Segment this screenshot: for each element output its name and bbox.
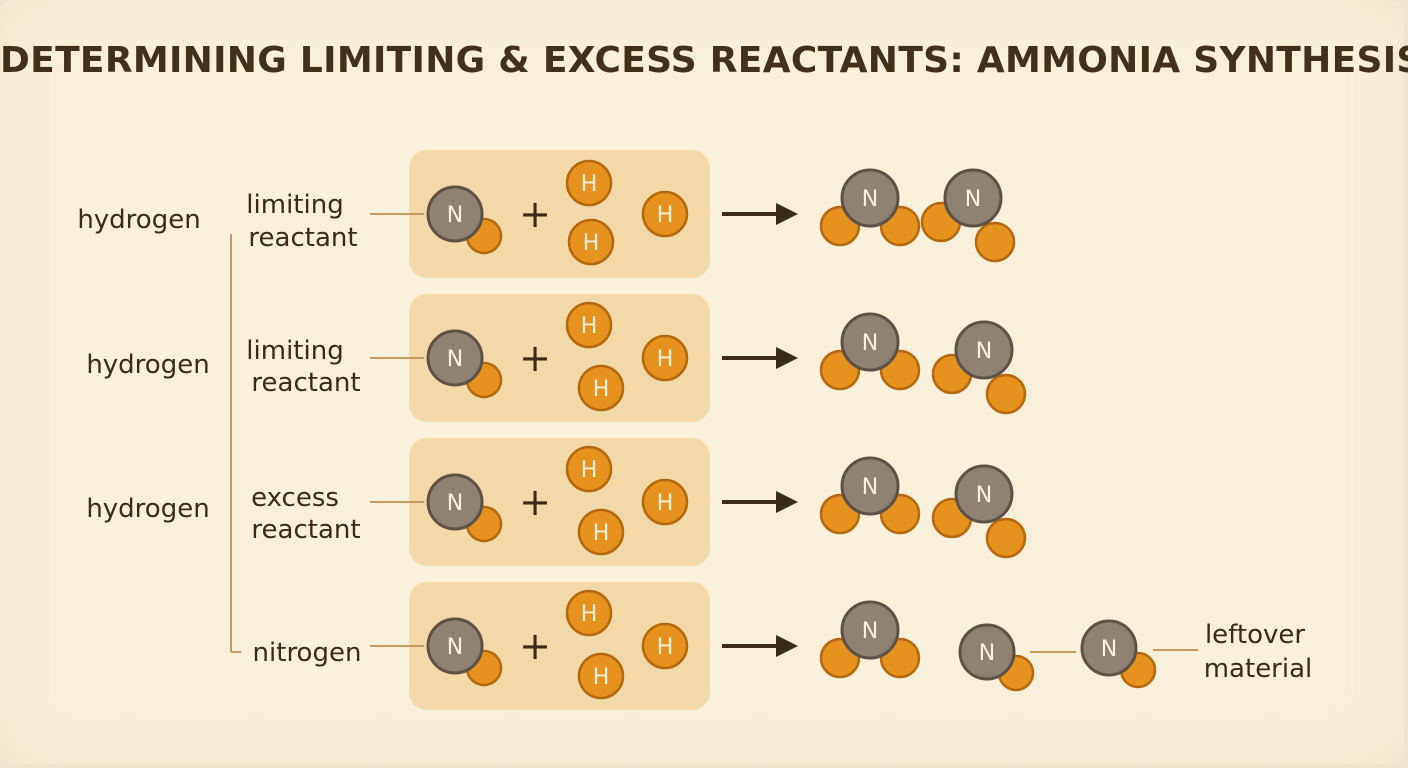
role-label-3-line1: excess [251, 483, 339, 513]
reaction-arrow-head-1 [776, 203, 798, 225]
hydrogen-right-1-symbol: H [657, 203, 674, 228]
leftover-n2-a-n-atom-symbol: N [979, 641, 995, 666]
hydrogen-bottom-4-symbol: H [593, 665, 610, 690]
hydrogen-top-3-symbol: H [581, 458, 598, 483]
product-nh3-a-2-n-atom-circle [840, 312, 900, 372]
reaction-rows: N + H H H N N N + H H H N N N + H H H N N N + H H H N N N [370, 150, 1198, 710]
role-label-1-line1: limiting [246, 190, 343, 220]
plus-sign-3: + [519, 480, 551, 524]
hydrogen-right-3-circle [641, 478, 689, 526]
hydrogen-bottom-4-circle [577, 652, 625, 700]
role-label-4: nitrogen [253, 638, 362, 668]
product-nh3-b-2-n-atom-symbol: N [976, 339, 992, 364]
product-nh3-b-1-right-atom-circle [974, 221, 1016, 263]
product-nh3-b-2-n-atom-circle [954, 320, 1014, 380]
hydrogen-top-1-circle [565, 159, 613, 207]
product-nh3-b-1-n-atom-symbol: N [965, 187, 981, 212]
product-nh3-b-1-n-atom-circle [943, 168, 1003, 228]
leftover-n2-b-n-atom-circle [1080, 619, 1138, 677]
product-nh3-b-3-n-atom-circle [954, 464, 1014, 524]
hydrogen-top-2-symbol: H [581, 314, 598, 339]
product-nh3-a-4-n-atom-circle [840, 600, 900, 660]
reactant-n2-4-n-atom-circle [426, 617, 484, 675]
hydrogen-right-4-symbol: H [657, 635, 674, 660]
hydrogen-top-3-circle [565, 445, 613, 493]
reactant-n2-3-n-atom-symbol: N [447, 491, 463, 516]
leftover-n2-a-n-atom-circle [958, 623, 1016, 681]
product-nh3-b-3-right-atom-circle [985, 517, 1027, 559]
hydrogen-bottom-3-circle [577, 508, 625, 556]
leftover-n2-b-n-atom-symbol: N [1101, 637, 1117, 662]
reaction-arrow-head-4 [776, 635, 798, 657]
product-nh3-a-2-n-atom-symbol: N [862, 331, 878, 356]
product-nh3-b-3-n-atom-symbol: N [976, 483, 992, 508]
leftover-label-line1: leftover [1205, 620, 1305, 650]
reactant-label-2: hydrogen [86, 350, 209, 380]
hydrogen-bottom-2-symbol: H [593, 377, 610, 402]
reactant-n2-4-n-atom-symbol: N [447, 635, 463, 660]
reactant-label-3: hydrogen [86, 494, 209, 524]
hydrogen-right-3-symbol: H [657, 491, 674, 516]
hydrogen-right-1-circle [641, 190, 689, 238]
leftover-label-line2: material [1204, 654, 1313, 684]
hydrogen-top-1-symbol: H [581, 172, 598, 197]
hydrogen-bottom-2-circle [577, 364, 625, 412]
role-label-1-line2: reactant [248, 223, 357, 253]
hydrogen-right-2-symbol: H [657, 347, 674, 372]
role-label-2-line1: limiting [246, 336, 343, 366]
product-nh3-a-1-n-atom-symbol: N [862, 187, 878, 212]
product-nh3-b-2-right-atom-circle [985, 373, 1027, 415]
plus-sign-2: + [519, 336, 551, 380]
reaction-arrow-head-3 [776, 491, 798, 513]
product-nh3-a-3-n-atom-circle [840, 456, 900, 516]
role-label-2-line2: reactant [251, 368, 360, 398]
hydrogen-bottom-1-circle [567, 218, 615, 266]
hydrogen-bottom-3-symbol: H [593, 521, 610, 546]
reactant-n2-3-n-atom-circle [426, 473, 484, 531]
plus-sign-4: + [519, 624, 551, 668]
hydrogen-right-2-circle [641, 334, 689, 382]
hydrogen-top-2-circle [565, 301, 613, 349]
plus-sign-1: + [519, 192, 551, 236]
product-nh3-a-3-n-atom-symbol: N [862, 475, 878, 500]
reactant-n2-2-n-atom-circle [426, 329, 484, 387]
reactant-n2-2-n-atom-symbol: N [447, 347, 463, 372]
hydrogen-top-4-circle [565, 589, 613, 637]
product-nh3-a-4-n-atom-symbol: N [862, 619, 878, 644]
reaction-arrow-head-2 [776, 347, 798, 369]
hydrogen-bottom-1-symbol: H [583, 231, 600, 256]
page-title: DETERMINING LIMITING & EXCESS REACTANTS:… [0, 40, 1408, 81]
product-nh3-a-1-n-atom-circle [840, 168, 900, 228]
reactant-label-1: hydrogen [77, 205, 200, 235]
hydrogen-top-4-symbol: H [581, 602, 598, 627]
hydrogen-right-4-circle [641, 622, 689, 670]
role-label-3-line2: reactant [251, 515, 360, 545]
reactant-n2-1-n-atom-circle [426, 185, 484, 243]
reactant-n2-1-n-atom-symbol: N [447, 203, 463, 228]
